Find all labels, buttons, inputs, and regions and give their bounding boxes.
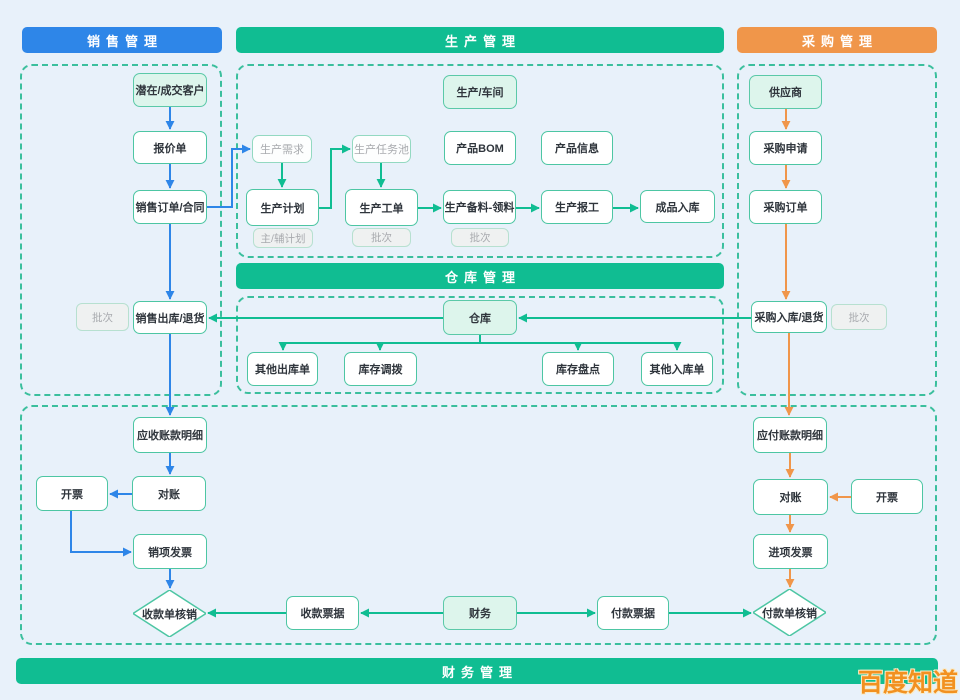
batch-picking: 批次: [451, 228, 509, 247]
production-demand: 生产需求: [252, 135, 312, 163]
other-outbound: 其他出库单: [247, 352, 318, 386]
receipt-writeoff: 收款单核销: [133, 590, 206, 637]
receipt-writeoff-label: 收款单核销: [142, 608, 197, 621]
sales-outbound-return: 销售出库/退货: [133, 301, 207, 334]
region-sales: [20, 64, 222, 396]
production-report: 生产报工: [541, 190, 613, 224]
purchase-request: 采购申请: [749, 131, 822, 165]
region-purchase: [737, 64, 937, 396]
stock-count: 库存盘点: [542, 352, 614, 386]
stock-transfer: 库存调拨: [344, 352, 417, 386]
batch-workorder: 批次: [352, 228, 411, 247]
purchase-invoice: 进项发票: [753, 534, 828, 569]
watermark-baidu-zhidao: 百度知道: [858, 669, 959, 697]
potential-customer: 潜在/成交客户: [133, 73, 207, 107]
header-sales: 销售管理: [22, 27, 222, 53]
product-info: 产品信息: [541, 131, 613, 165]
payment-writeoff-shape: [753, 589, 826, 636]
production-workorder: 生产工单: [345, 189, 418, 226]
main-aux-plan: 主/辅计划: [253, 228, 313, 248]
banner-warehouse: 仓库管理: [236, 263, 724, 289]
batch-sales-outbound: 批次: [76, 303, 129, 331]
finance: 财务: [443, 596, 517, 630]
finished-goods-inbound: 成品入库: [640, 190, 715, 223]
purchase-inbound-return: 采购入库/退货: [751, 301, 827, 333]
region-warehouse: [236, 296, 724, 394]
payment-bill: 付款票据: [597, 596, 669, 630]
payable-detail: 应付账款明细: [753, 417, 827, 453]
header-production: 生产管理: [236, 27, 724, 53]
production-plan: 生产计划: [246, 189, 319, 226]
receipt-bill: 收款票据: [286, 596, 359, 630]
warehouse: 仓库: [443, 300, 517, 335]
sales-order-contract: 销售订单/合同: [133, 190, 207, 224]
product-bom: 产品BOM: [444, 131, 516, 165]
payment-writeoff: 付款单核销: [753, 589, 826, 636]
production-material-picking: 生产备料-领料: [443, 190, 516, 224]
invoicing-right: 开票: [851, 479, 923, 514]
payment-writeoff-label: 付款单核销: [762, 607, 817, 620]
supplier: 供应商: [749, 75, 822, 109]
other-inbound: 其他入库单: [641, 352, 713, 386]
batch-purchase-inbound: 批次: [831, 304, 887, 330]
receivable-detail: 应收账款明细: [133, 417, 207, 453]
banner-finance: 财务管理: [16, 658, 938, 684]
invoicing-left: 开票: [36, 476, 108, 511]
reconciliation-left: 对账: [132, 476, 206, 511]
production-task-pool: 生产任务池: [352, 135, 411, 163]
reconciliation-right: 对账: [753, 479, 828, 515]
region-finance: [20, 405, 937, 645]
quotation: 报价单: [133, 131, 207, 164]
sales-invoice: 销项发票: [133, 534, 207, 569]
production-workshop: 生产/车间: [443, 75, 517, 109]
purchase-order: 采购订单: [749, 190, 822, 224]
receipt-writeoff-shape: [133, 590, 206, 637]
header-purchase: 采购管理: [737, 27, 937, 53]
